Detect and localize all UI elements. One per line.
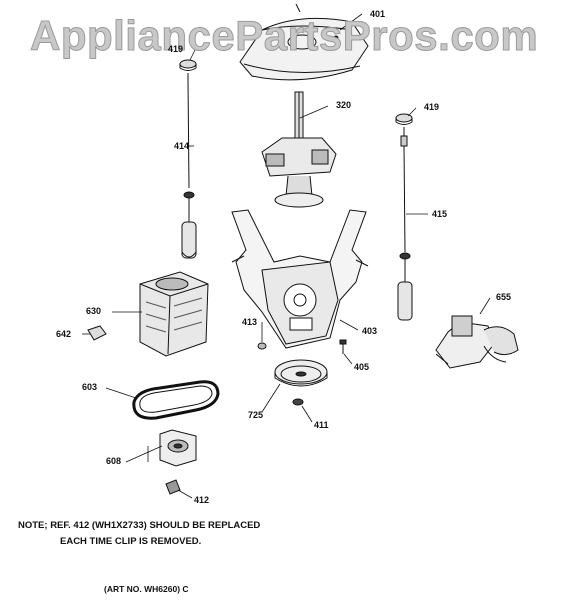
callout-603: 603 <box>82 382 98 392</box>
part-415-right-suspension-rod <box>397 127 413 321</box>
part-642-capacitor <box>87 325 107 341</box>
part-655-water-valve <box>435 315 519 369</box>
callout-725: 725 <box>248 410 264 420</box>
art-number: (ART NO. WH6260) C <box>104 584 189 594</box>
part-414-left-suspension-rod <box>181 79 197 259</box>
callout-405: 405 <box>354 362 370 372</box>
part-412-clip <box>165 479 181 495</box>
callout-413: 413 <box>242 317 258 327</box>
callout-414: 414 <box>174 141 190 151</box>
part-413-fastener <box>257 342 267 350</box>
part-403-mounting-bracket <box>231 209 369 349</box>
part-419-left-cap <box>179 59 197 80</box>
callout-403: 403 <box>362 326 378 336</box>
callout-419-right: 419 <box>424 102 440 112</box>
part-630-motor <box>139 271 209 357</box>
part-405-bolt <box>339 339 347 354</box>
callout-419-left: 419 <box>168 44 184 54</box>
note-line-1: NOTE; REF. 412 (WH1X2733) SHOULD BE REPL… <box>18 520 261 531</box>
callout-655: 655 <box>496 292 512 302</box>
callout-642: 642 <box>56 329 72 339</box>
callout-630: 630 <box>86 306 102 316</box>
callout-412: 412 <box>194 495 210 505</box>
leader-lines <box>82 13 491 499</box>
callout-320: 320 <box>336 100 352 110</box>
callout-415: 415 <box>432 209 448 219</box>
callout-401: 401 <box>370 9 386 19</box>
part-603-belt <box>132 380 220 420</box>
part-725-pulley <box>274 359 328 387</box>
part-411-nut <box>292 398 304 406</box>
part-419-right-cap <box>395 113 413 125</box>
part-401-cover <box>239 3 369 81</box>
part-608-pump-pulley <box>159 429 197 467</box>
callout-411: 411 <box>314 420 329 430</box>
part-320-transmission <box>261 91 337 208</box>
note-line-2: EACH TIME CLIP IS REMOVED. <box>60 536 202 547</box>
callout-608: 608 <box>106 456 122 466</box>
